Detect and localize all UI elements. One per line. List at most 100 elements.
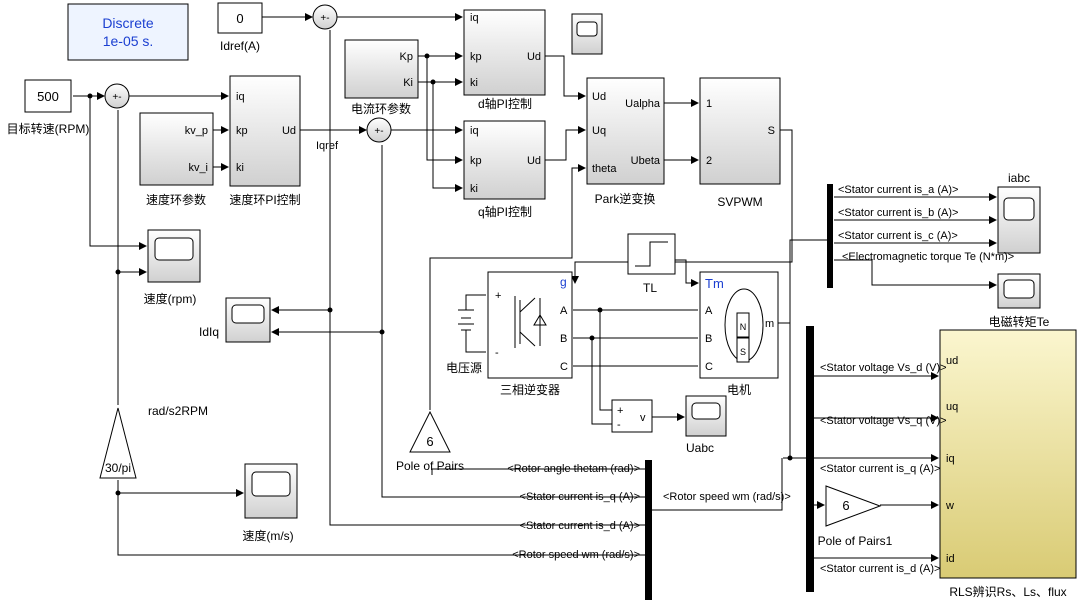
- motor-tm: Tm: [705, 276, 724, 291]
- te-scope[interactable]: 电磁转矩Te: [989, 273, 1050, 329]
- speed-pi-in2: kp: [236, 125, 248, 137]
- q-pi-in3: ki: [470, 183, 478, 195]
- current-params-label: 电流环参数: [351, 101, 411, 116]
- sig-te: <Electromagnetic torque Te (N*m)>: [842, 251, 1014, 263]
- park-block[interactable]: Ud Uq theta Ualpha Ubeta Park逆变换: [586, 77, 665, 206]
- pole-pairs1-label: Pole of Pairs1: [818, 534, 893, 548]
- current-params-block[interactable]: Kp Ki 电流环参数: [344, 39, 419, 116]
- speed-pi-label: 速度环PI控制: [229, 192, 300, 207]
- speed-ms-scope[interactable]: 速度(m/s): [242, 463, 298, 543]
- powergui-line1: Discrete: [102, 15, 154, 31]
- inverter-minus: -: [495, 347, 499, 359]
- sig-wm-left: <Rotor speed wm (rad/s)>: [512, 549, 640, 561]
- q-pi-label: q轴PI控制: [478, 204, 532, 219]
- idref-value: 0: [236, 11, 243, 26]
- d-sum-sign: +-: [320, 13, 329, 24]
- speed-pi-in3: ki: [236, 162, 244, 174]
- speed-sum-sign: +-: [112, 92, 121, 103]
- speed-params-out1: kv_p: [185, 125, 208, 137]
- bus-selector-rls[interactable]: [806, 326, 814, 592]
- d-pi-label: d轴PI控制: [478, 96, 532, 111]
- inverter-c: C: [560, 361, 568, 373]
- inverter-g: g: [560, 275, 567, 289]
- svpwm-out: S: [768, 125, 775, 137]
- rls-in5: id: [946, 553, 955, 565]
- gain-30pi-label: rad/s2RPM: [148, 404, 208, 418]
- dc-source[interactable]: 电压源: [446, 309, 482, 375]
- sig-isc: <Stator current is_c (A)>: [838, 230, 958, 242]
- scope-top[interactable]: [571, 13, 603, 55]
- uabc-label: Uabc: [686, 441, 714, 455]
- idref-label: Idref(A): [220, 39, 260, 53]
- q-sum[interactable]: +-: [366, 117, 392, 143]
- current-params-out2: Ki: [403, 77, 413, 89]
- uabc-scope[interactable]: Uabc: [685, 395, 727, 455]
- speed-pi-in1: iq: [236, 91, 245, 103]
- rls-block[interactable]: ud uq iq w id RLS辨识Rs、Ls、flux: [939, 329, 1077, 599]
- rls-label: RLS辨识Rs、Ls、flux: [949, 585, 1066, 599]
- sig-isd: <Stator current is_d (A)>: [520, 520, 640, 532]
- sig-isq: <Stator current is_q (A)>: [520, 491, 640, 503]
- idiq-scope[interactable]: IdIq: [199, 297, 271, 343]
- gain-30pi-block[interactable]: 30/pi rad/s2RPM: [99, 404, 208, 479]
- q-pi-in2: kp: [470, 155, 482, 167]
- bus-labels: <Stator current is_a (A)> <Stator curren…: [507, 184, 1014, 575]
- inverter-b: B: [560, 333, 567, 345]
- bus-selector-iabc[interactable]: [827, 184, 833, 288]
- speed-params-out2: kv_i: [188, 162, 208, 174]
- speed-rpm-scope[interactable]: 速度(rpm): [144, 229, 201, 306]
- idref-constant[interactable]: 0 Idref(A): [217, 2, 263, 53]
- iabc-scope[interactable]: iabc: [997, 171, 1041, 254]
- inverter-block[interactable]: g A B C + - 三相逆变器: [487, 271, 573, 397]
- voltmeter-block[interactable]: + - v: [611, 399, 653, 433]
- junctions: [87, 53, 793, 496]
- park-in1: Ud: [592, 91, 606, 103]
- inverter-label: 三相逆变器: [500, 382, 560, 397]
- d-sum[interactable]: +-: [312, 4, 338, 30]
- bus-selector-feedback[interactable]: [645, 460, 652, 600]
- speed-ref-constant[interactable]: 500 目标转速(RPM): [7, 79, 90, 136]
- voltmeter-v: v: [640, 412, 646, 424]
- motor-block[interactable]: Tm A B C m N S 电机: [699, 271, 779, 397]
- dc-source-label: 电压源: [446, 361, 482, 375]
- svpwm-block[interactable]: 1 2 S SVPWM: [699, 77, 781, 209]
- pole-pairs-block[interactable]: 6 Pole of Pairs: [396, 410, 464, 473]
- speed-pi-block[interactable]: iq kp ki Ud 速度环PI控制 Iqref: [229, 75, 339, 207]
- speed-ms-label: 速度(m/s): [242, 528, 293, 543]
- speed-params-block[interactable]: kv_p kv_i 速度环参数: [139, 112, 214, 207]
- q-pi-block[interactable]: iq kp ki Ud q轴PI控制: [463, 120, 546, 219]
- rls-in4: w: [945, 500, 954, 512]
- q-sum-sign: +-: [374, 126, 383, 137]
- iabc-label: iabc: [1008, 171, 1030, 185]
- motor-m: m: [765, 318, 774, 330]
- powergui-block[interactable]: Discrete 1e-05 s.: [67, 3, 189, 61]
- d-pi-in2: kp: [470, 51, 482, 63]
- speed-ref-value: 500: [37, 89, 59, 104]
- pole-pairs1-block[interactable]: 6 Pole of Pairs1: [818, 485, 893, 548]
- rls-in3: iq: [946, 453, 955, 465]
- sig-isb: <Stator current is_b (A)>: [838, 207, 958, 219]
- pole-pairs1-value: 6: [842, 498, 849, 513]
- igbt-icon: [514, 296, 547, 348]
- sig-theta: <Rotor angle thetam (rad)>: [507, 463, 640, 475]
- tl-step-block[interactable]: TL: [627, 233, 676, 295]
- park-out1: Ualpha: [625, 98, 661, 110]
- gain-30pi-value: 30/pi: [105, 461, 131, 475]
- voltmeter-minus: -: [617, 419, 621, 431]
- rls-in1: ud: [946, 355, 958, 367]
- speed-rpm-label: 速度(rpm): [144, 291, 197, 306]
- sig-isd-rls: <Stator current is_d (A)>: [820, 563, 940, 575]
- svpwm-label: SVPWM: [717, 195, 762, 209]
- pole-pairs-value: 6: [426, 434, 433, 449]
- svpwm-in2: 2: [706, 155, 712, 167]
- d-pi-in1: iq: [470, 12, 479, 24]
- inverter-plus: +: [495, 290, 501, 302]
- motor-n: N: [740, 322, 747, 332]
- d-pi-block[interactable]: iq kp ki Ud d轴PI控制: [463, 9, 546, 111]
- iqref-label: Iqref: [316, 140, 339, 152]
- speed-sum[interactable]: +-: [104, 83, 130, 109]
- voltmeter-plus: +: [617, 405, 623, 417]
- park-out2: Ubeta: [631, 155, 661, 167]
- park-label: Park逆变换: [595, 191, 656, 206]
